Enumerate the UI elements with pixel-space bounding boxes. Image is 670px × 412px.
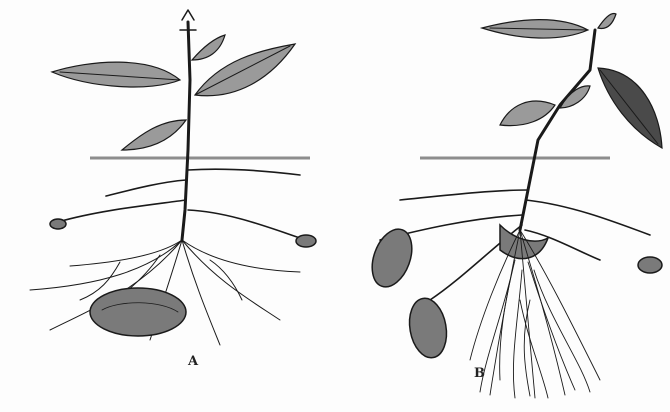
- leaf: [192, 35, 225, 60]
- panel-label-a: A: [188, 354, 198, 369]
- stem: [182, 22, 190, 240]
- leaf: [122, 120, 186, 150]
- plant-drawing-a: [10, 0, 330, 360]
- panel-label-b: B: [474, 366, 485, 381]
- leaf: [500, 101, 555, 126]
- plant-drawing-b: [350, 0, 670, 400]
- leaf: [52, 62, 180, 87]
- tuber: [365, 224, 419, 293]
- tuber: [405, 295, 451, 360]
- roots: [470, 230, 600, 398]
- tuber: [90, 288, 186, 336]
- tuber: [638, 257, 662, 273]
